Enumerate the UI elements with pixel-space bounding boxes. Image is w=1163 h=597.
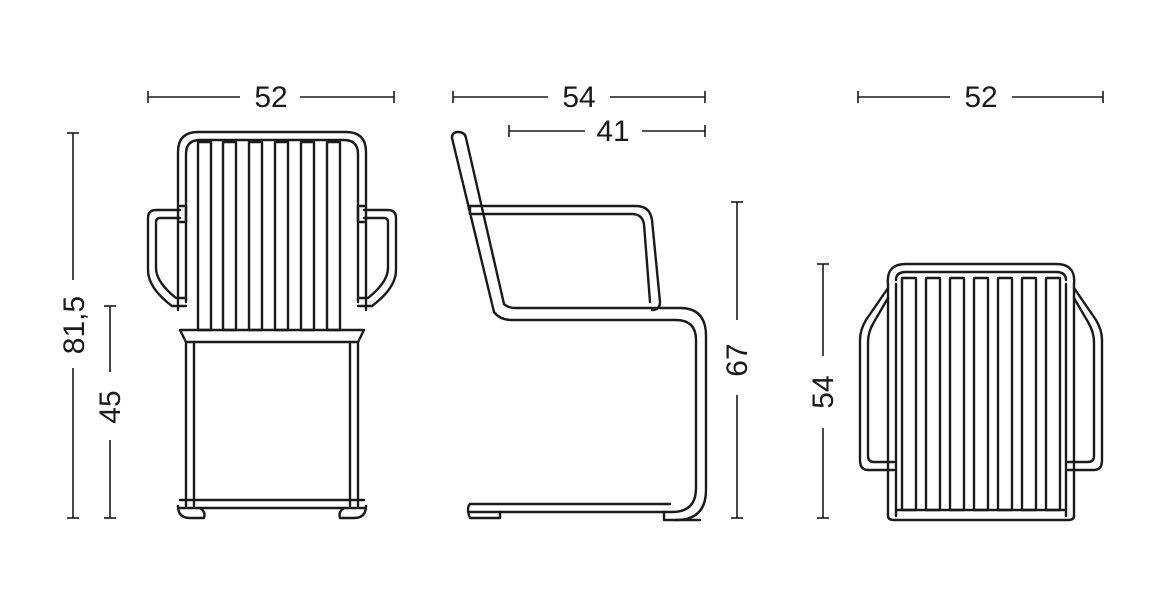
front-chair-outline — [146, 130, 398, 520]
top-width-dimension: 52 — [857, 81, 1104, 114]
front-seat-height-dimension: 45 — [94, 305, 127, 519]
side-arm-height-label: 67 — [721, 343, 754, 376]
side-arm-height-dimension: 67 — [721, 201, 754, 519]
front-total-height-label: 81,5 — [58, 296, 91, 354]
side-depth-label: 54 — [562, 81, 595, 114]
side-view: 54 41 67 — [450, 81, 754, 522]
front-seat-height-label: 45 — [94, 390, 127, 423]
top-view: 52 54 — [807, 81, 1104, 522]
front-width-dimension: 52 — [147, 81, 395, 114]
side-chair-outline — [450, 130, 708, 522]
front-width-label: 52 — [254, 81, 287, 114]
side-seat-depth-dimension: 41 — [508, 115, 706, 148]
front-total-height-dimension: 81,5 — [58, 132, 91, 519]
side-depth-dimension: 54 — [452, 81, 706, 114]
top-width-label: 52 — [964, 81, 997, 114]
top-depth-dimension: 54 — [807, 263, 840, 519]
front-view: 52 81,5 45 — [58, 81, 398, 520]
top-depth-label: 54 — [807, 375, 840, 408]
side-seat-depth-label: 41 — [596, 115, 629, 148]
top-chair-outline — [858, 262, 1104, 522]
